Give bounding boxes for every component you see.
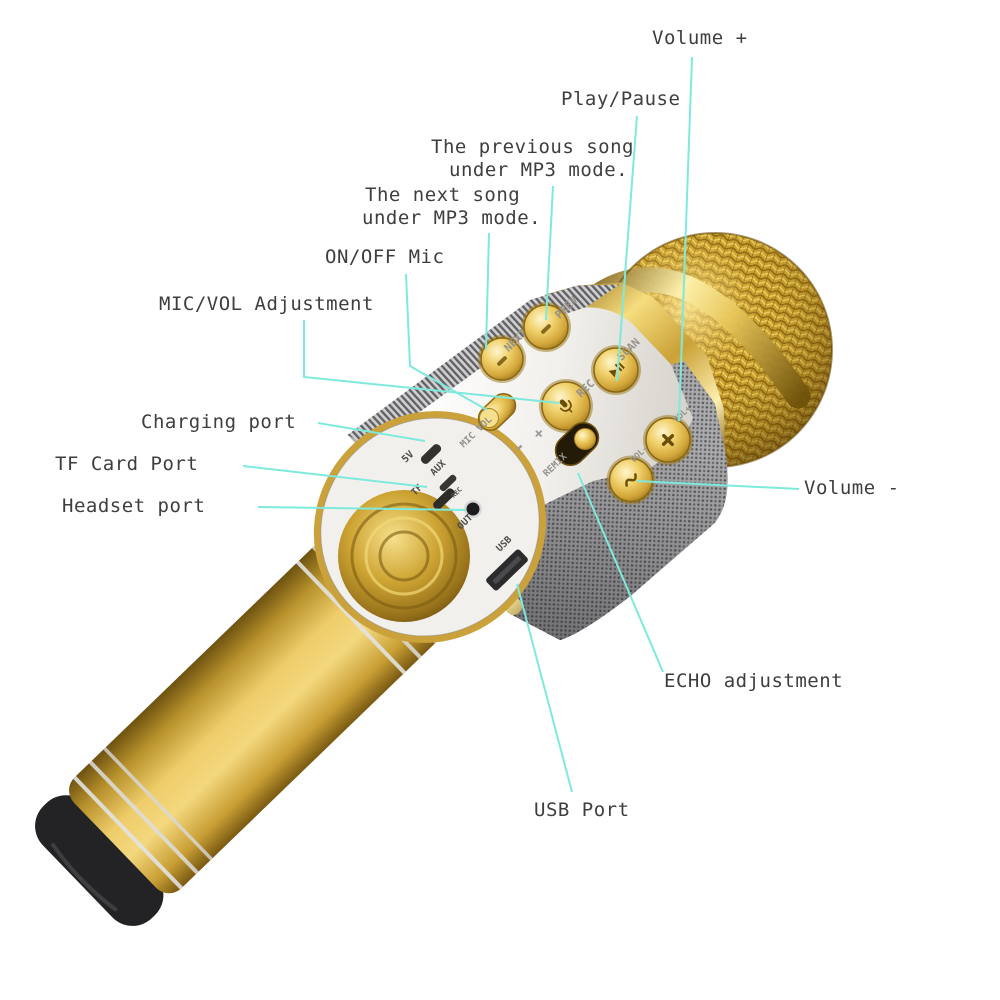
mic-rec-icon [559, 399, 573, 413]
label-usb-port: USB Port [534, 799, 630, 821]
wave-icon [625, 473, 637, 487]
label-tf-card-port: TF Card Port [55, 453, 199, 475]
callout-line-volume-plus [678, 56, 693, 422]
label-echo-adjustment: ECHO adjustment [664, 670, 844, 692]
label-previous-song-line1: The previous song [431, 136, 634, 158]
callout-line-echo-adjustment [577, 472, 664, 673]
label-charging-port: Charging port [141, 411, 297, 433]
vol-plus-button: VOL+ [643, 404, 693, 465]
callout-line-next-song [485, 232, 490, 351]
label-mic-vol-adjustment: MIC/VOL Adjustment [159, 293, 374, 315]
label-on-off-mic: ON/OFF Mic [325, 246, 445, 268]
callout-line-volume-minus [636, 480, 800, 490]
callout-line-on-off-mic [405, 273, 488, 411]
callout-line-previous-song [545, 185, 554, 321]
callout-line-play-pause [616, 115, 638, 382]
label-headset-port: Headset port [62, 495, 206, 517]
handle-end-cap [35, 795, 164, 926]
charging-port-slot [420, 444, 442, 464]
label-next-song-line2: under MP3 mode. [362, 207, 542, 229]
label-volume-minus: Volume - [804, 477, 900, 499]
bottom-cap: 5V AUX TF REC OUT USB [313, 411, 547, 643]
callout-line-usb-port [516, 583, 573, 793]
edge-rib-grille [347, 284, 620, 448]
tf-card-slot [433, 488, 455, 510]
cap-gold-cone [338, 490, 470, 622]
label-previous-song-line2: under MP3 mode. [449, 159, 629, 181]
callout-line-headset-port [257, 506, 467, 511]
label-volume-plus: Volume + [652, 27, 748, 49]
label-next-song-line1: The next song [365, 184, 521, 206]
headset-jack [466, 502, 480, 516]
rec-button: REC [539, 377, 597, 433]
panel-buttons: PREV NEXT SCAN [458, 293, 693, 505]
callout-line-mic-vol-adjustment [303, 320, 560, 404]
prev-button: PREV [521, 293, 581, 352]
aux-port-slot [439, 474, 457, 492]
callout-line-charging-port [317, 422, 426, 442]
label-play-pause: Play/Pause [561, 88, 681, 110]
plus-icon [661, 433, 675, 447]
callout-line-tf-card-port [242, 465, 428, 488]
vol-minus-button: VOL- [606, 444, 656, 505]
callout-lines [242, 56, 800, 793]
